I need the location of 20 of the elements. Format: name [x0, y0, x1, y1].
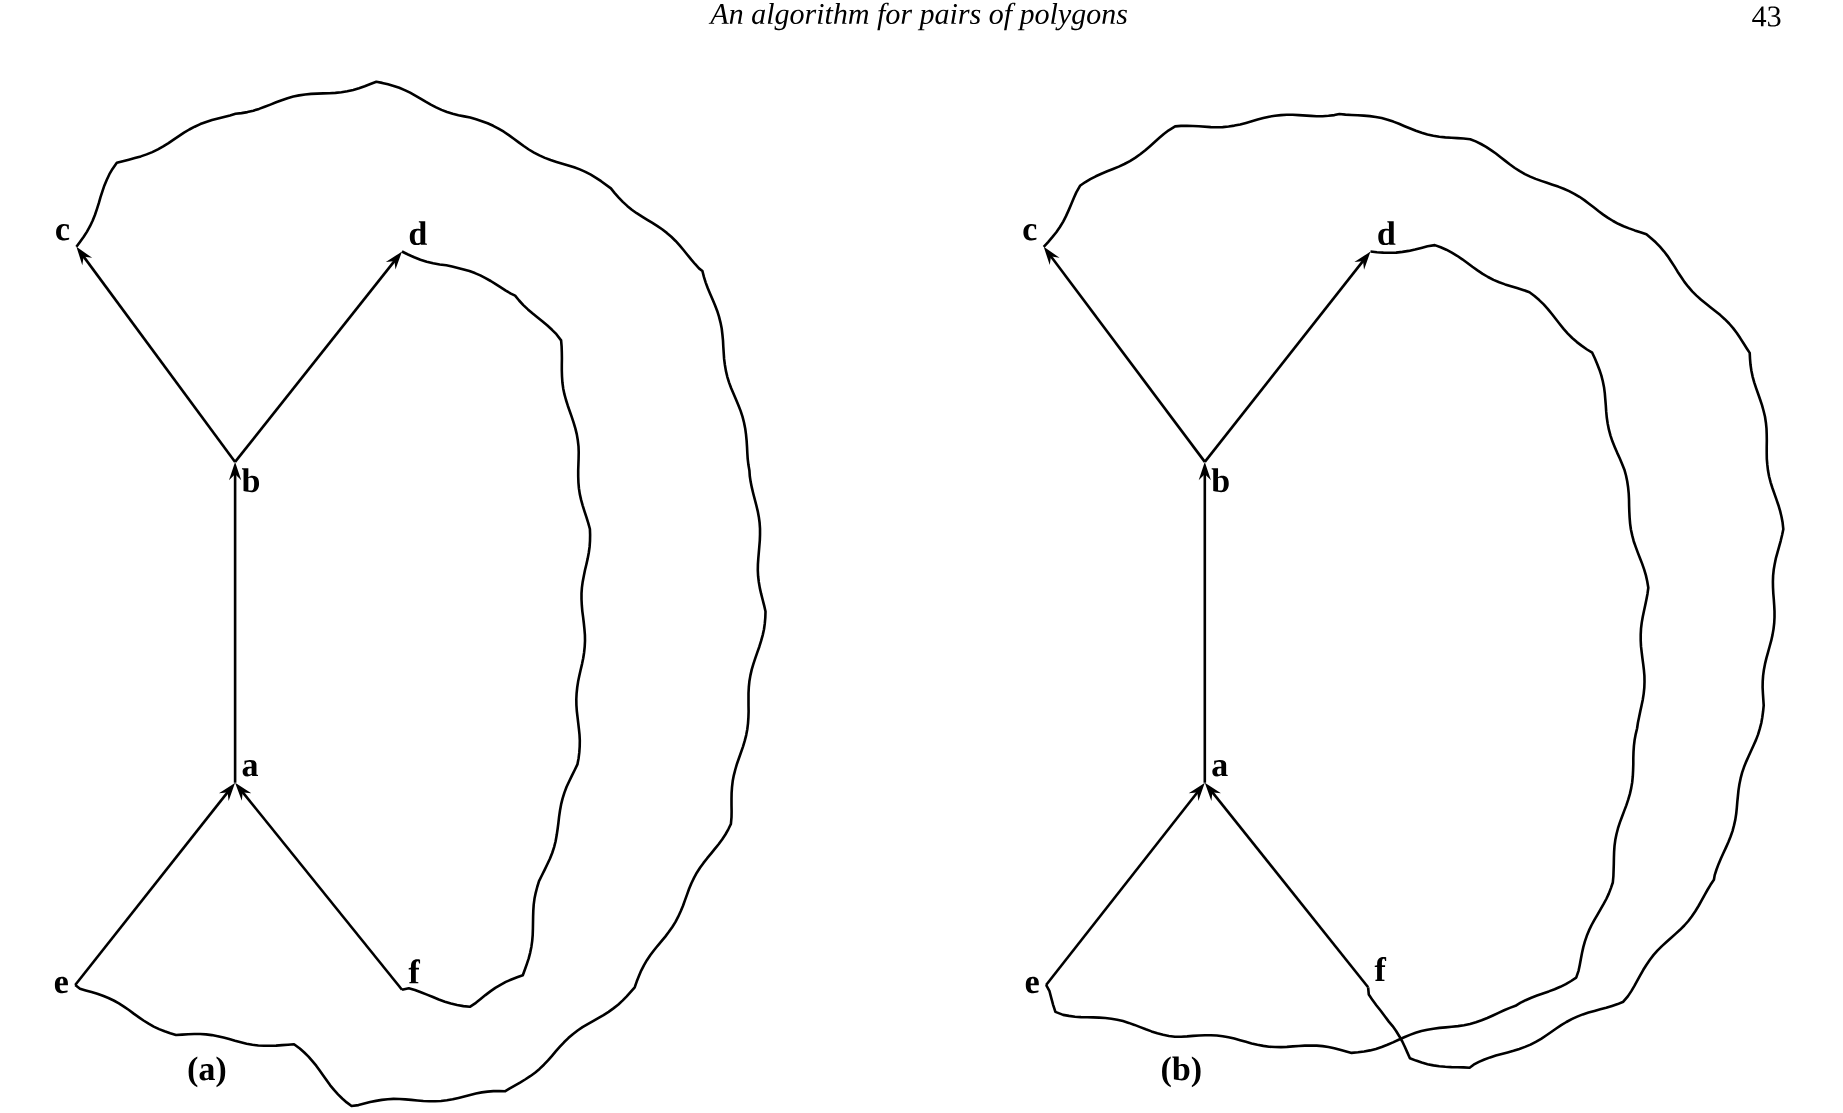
vertex-label: a: [242, 760, 258, 777]
vertex-label: a: [1212, 760, 1228, 777]
running-header: An algorithm for pairs of polygons: [708, 2, 1127, 31]
vertex-label: f: [408, 959, 421, 984]
panel-label: (b): [1162, 1056, 1201, 1088]
page-number: 43: [1752, 6, 1781, 27]
vertex-label: f: [1374, 956, 1387, 981]
vertex-label: e: [54, 976, 68, 994]
wavy-curve: [1044, 243, 1650, 1055]
vertex-label: d: [409, 221, 427, 246]
vertex-label: c: [1023, 224, 1037, 241]
vertex-label: d: [1378, 221, 1396, 246]
wavy-curve: [401, 250, 592, 1009]
wavy-curve: [1042, 112, 1785, 1069]
vertex-label: c: [56, 224, 70, 241]
vertex-label: e: [1025, 976, 1039, 994]
vertex-label: b: [1211, 468, 1229, 493]
vertex-label: b: [241, 468, 260, 493]
wavy-curve: [74, 80, 767, 1108]
panel-label: (a): [188, 1056, 226, 1088]
